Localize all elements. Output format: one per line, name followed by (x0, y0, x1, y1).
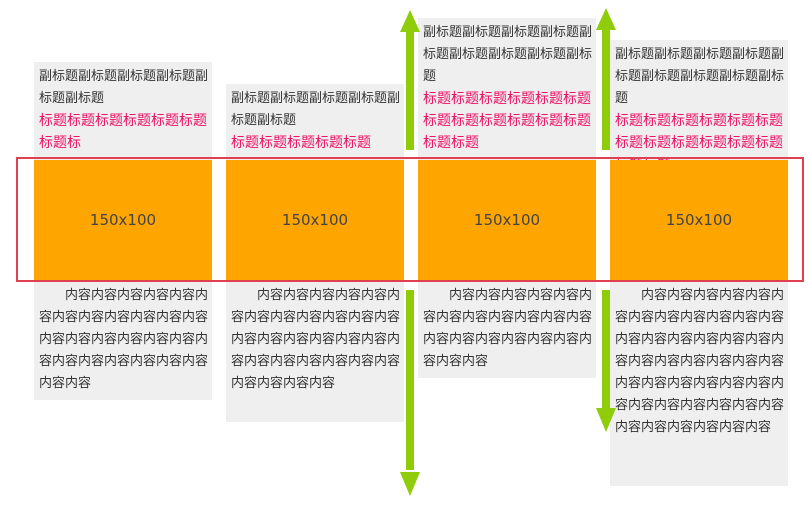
card-1-header: 副标题副标题副标题副标题副标题副标题 标题标题标题标题标题标题标题标 (39, 66, 209, 154)
card-2-subtitle: 副标题副标题副标题副标题副标题副标题 (231, 91, 401, 128)
card-1-subtitle: 副标题副标题副标题副标题副标题副标题 (39, 69, 209, 106)
card-2-title: 标题标题标题标题标题 (231, 135, 371, 151)
card-3-top-background (418, 18, 596, 160)
card-2-header: 副标题副标题副标题副标题副标题副标题 标题标题标题标题标题 (231, 88, 401, 154)
card-3-image-placeholder: 150x100 (418, 160, 596, 280)
card-3-subtitle: 副标题副标题副标题副标题副标题副标题副标题副标题副标题 (423, 25, 593, 84)
card-1-top-background (34, 62, 212, 160)
card-3-content: 内容内容内容内容内容内容内容内容内容内容内容内容内容内容内容内容内容内容内容内容… (423, 288, 593, 369)
card-4-bottom-background (610, 280, 788, 486)
card-4-subtitle: 副标题副标题副标题副标题副标题副标题副标题副标题副标题 (615, 47, 785, 106)
card-4-content: 内容内容内容内容内容内容内容内容内容内容内容内容内容内容内容内容内容内容内容内容… (615, 288, 785, 435)
card-2-content: 内容内容内容内容内容内容内容内容内容内容内容内容内容内容内容内容内容内容内容内容… (231, 288, 401, 391)
card-3-title: 标题标题标题标题标题标题标题标题标题标题标题标题标题标题 (423, 91, 591, 151)
card-1-image-placeholder: 150x100 (34, 160, 212, 280)
card-3-header: 副标题副标题副标题副标题副标题副标题副标题副标题副标题 标题标题标题标题标题标题… (423, 22, 593, 154)
card-1-title: 标题标题标题标题标题标题标题标 (39, 113, 207, 151)
card-1-bottom-background (34, 280, 212, 400)
image-row-highlight-frame (16, 157, 804, 282)
card-2-top-background (226, 84, 404, 160)
card-2-bottom-background (226, 280, 404, 422)
card-3-bottom-background (418, 280, 596, 378)
card-2-image-placeholder: 150x100 (226, 160, 404, 280)
card-4-top-background (610, 40, 788, 160)
card-1-content: 内容内容内容内容内容内容内容内容内容内容内容内容内容内容内容内容内容内容内容内容… (39, 288, 209, 391)
card-4-image-placeholder: 150x100 (610, 160, 788, 280)
